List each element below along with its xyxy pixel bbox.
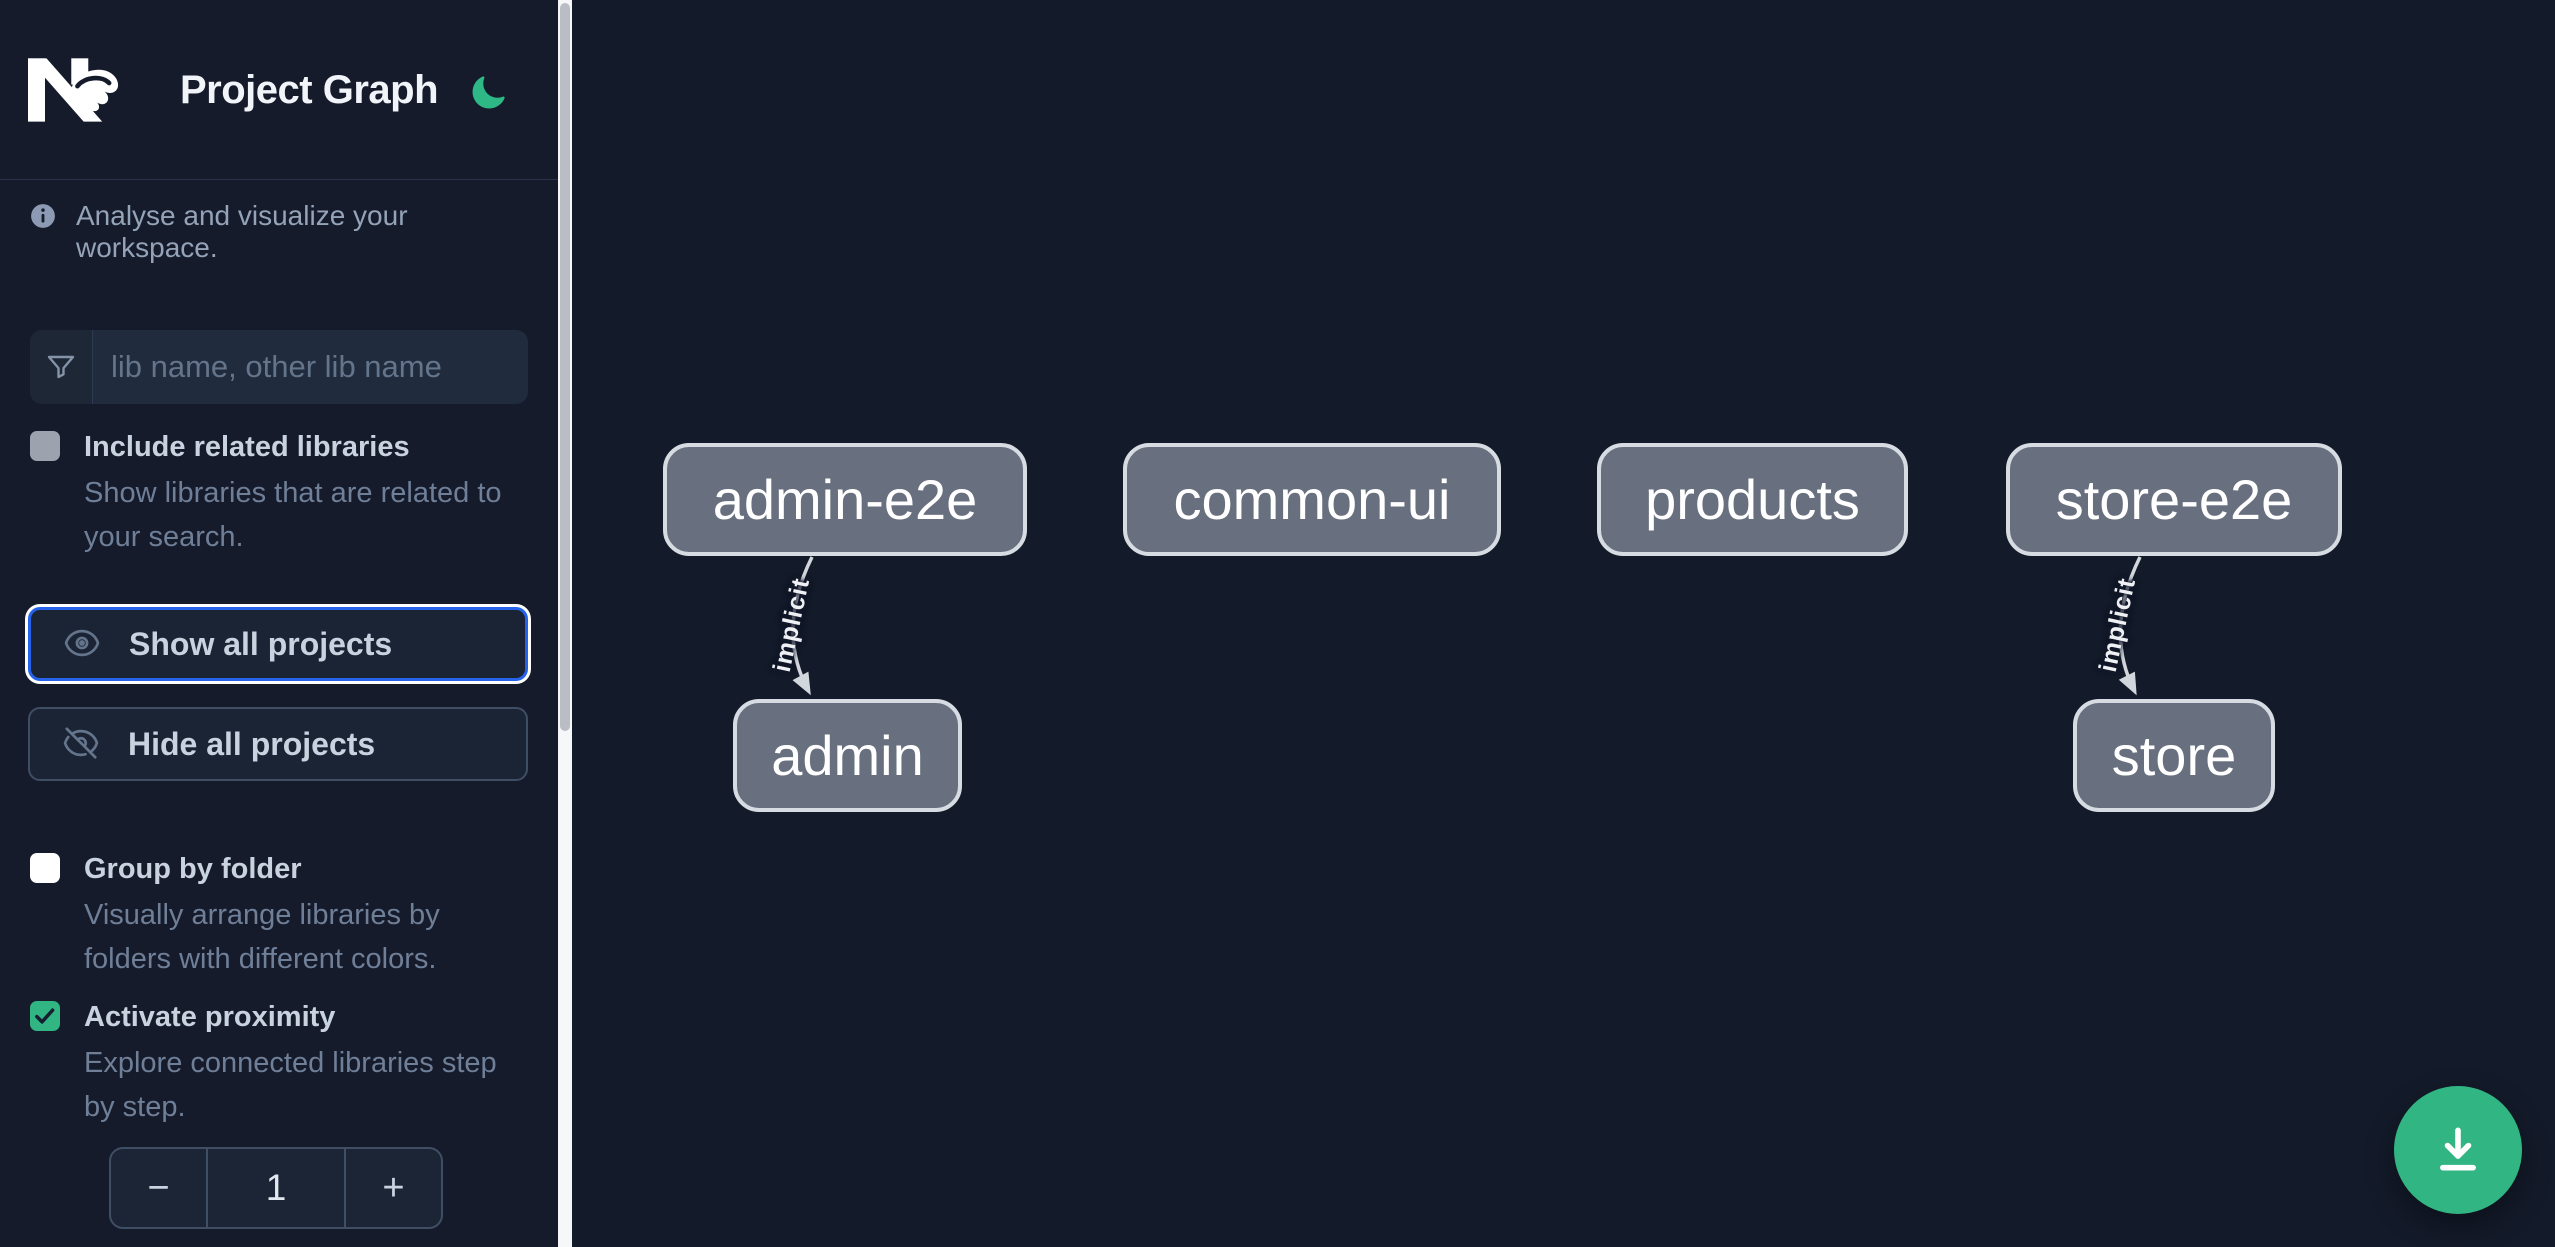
sidebar-scrollbar	[558, 0, 572, 1247]
toggle-group-by-folder: Group by folder Visually arrange librari…	[30, 850, 530, 981]
toggle-description: Explore connected libraries step by step…	[84, 1047, 497, 1123]
download-image-button[interactable]	[2394, 1086, 2522, 1214]
sidebar-scrollbar-thumb[interactable]	[560, 3, 570, 731]
show-all-projects-label: Show all projects	[129, 625, 393, 662]
theme-toggle-button[interactable]	[466, 72, 510, 116]
download-icon	[2430, 1121, 2486, 1180]
eye-slash-icon	[30, 724, 100, 765]
sidebar: Project Graph Analyse and visualize your…	[0, 0, 558, 1247]
graph-node-common-ui[interactable]: common-ui	[1123, 443, 1501, 556]
toggle-description: Show libraries that are related to your …	[84, 477, 502, 553]
filter-funnel-icon	[30, 330, 93, 404]
tagline: Analyse and visualize your workspace.	[30, 200, 530, 264]
search-box	[30, 330, 528, 404]
nx-logo	[28, 57, 130, 123]
hide-all-projects-button[interactable]: Hide all projects	[28, 707, 528, 781]
info-icon	[30, 203, 56, 229]
search-input[interactable]	[93, 330, 528, 404]
moon-icon	[469, 75, 507, 115]
tagline-text: Analyse and visualize your workspace.	[76, 200, 408, 263]
toggle-label[interactable]: Group by folder	[84, 853, 302, 885]
toggle-activate-proximity: Activate proximity Explore connected lib…	[30, 998, 530, 1129]
checkbox-include-related-libraries[interactable]	[30, 431, 60, 461]
show-all-projects-button[interactable]: Show all projects	[28, 607, 528, 681]
toggle-description: Visually arrange libraries by folders wi…	[84, 899, 440, 975]
proximity-stepper: − 1 +	[109, 1147, 443, 1229]
toggle-include-related-libraries: Include related libraries Show libraries…	[30, 428, 530, 559]
graph-node-store[interactable]: store	[2073, 699, 2275, 812]
increment-button[interactable]: +	[344, 1149, 441, 1227]
toggle-label[interactable]: Include related libraries	[84, 431, 410, 463]
eye-icon	[31, 624, 101, 665]
graph-canvas[interactable]	[572, 0, 2555, 1247]
sidebar-header: Project Graph	[0, 0, 558, 180]
checkbox-activate-proximity[interactable]	[30, 1001, 60, 1031]
hide-all-projects-label: Hide all projects	[128, 725, 376, 762]
graph-node-admin-e2e[interactable]: admin-e2e	[663, 443, 1027, 556]
graph-node-admin[interactable]: admin	[733, 699, 962, 812]
page-title: Project Graph	[180, 68, 439, 112]
proximity-value[interactable]: 1	[265, 1167, 287, 1208]
decrement-button[interactable]: −	[111, 1149, 208, 1227]
checkbox-group-by-folder[interactable]	[30, 853, 60, 883]
graph-node-store-e2e[interactable]: store-e2e	[2006, 443, 2342, 556]
toggle-label[interactable]: Activate proximity	[84, 1001, 336, 1033]
graph-node-products[interactable]: products	[1597, 443, 1908, 556]
